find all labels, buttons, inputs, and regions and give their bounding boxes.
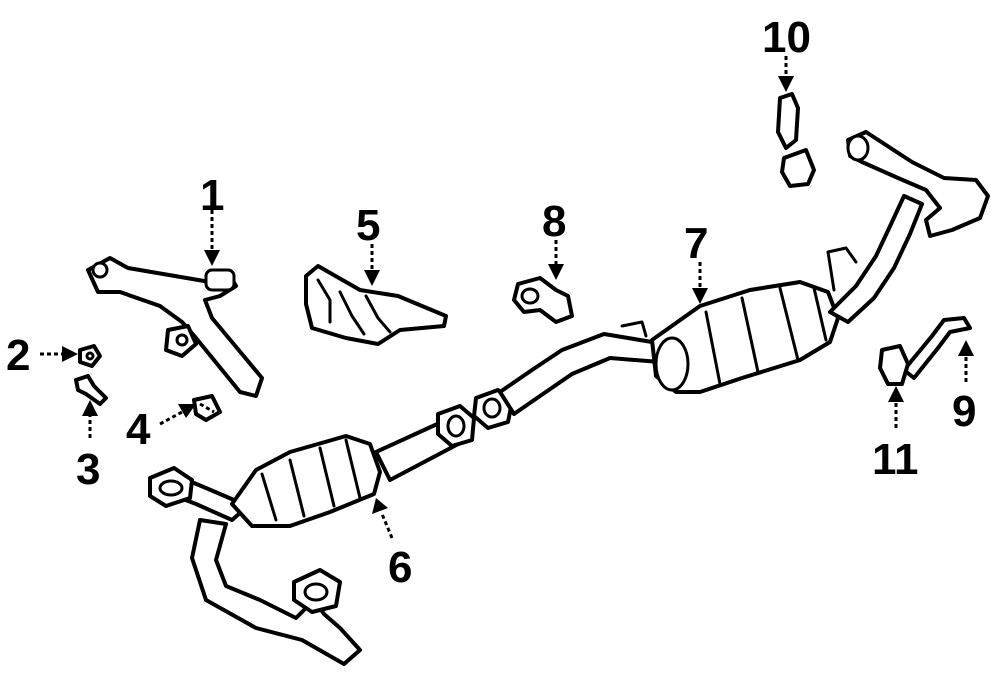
part-7-muffler-assembly[interactable]	[498, 130, 990, 416]
callout-10: 10	[762, 13, 811, 62]
callout-6: 6	[388, 543, 412, 592]
part-8-clamp[interactable]	[512, 276, 574, 324]
part-1-bracket[interactable]	[86, 256, 264, 398]
callout-8: 8	[542, 197, 566, 246]
leader-lines	[40, 56, 974, 539]
callout-5: 5	[356, 201, 380, 250]
callout-2: 2	[6, 331, 30, 380]
callout-1: 1	[200, 171, 224, 220]
callout-9: 9	[952, 387, 976, 436]
part-6-converter-assembly[interactable]	[148, 404, 476, 666]
part-2-nut[interactable]	[78, 344, 102, 368]
part-9-hanger[interactable]	[902, 316, 972, 380]
part-10-hanger-bracket[interactable]	[776, 92, 816, 188]
callout-4: 4	[126, 405, 151, 454]
part-3-bolt[interactable]	[74, 374, 108, 406]
part-5-heat-shield[interactable]	[304, 264, 448, 346]
callout-7: 7	[684, 219, 708, 268]
part-11-insulator[interactable]	[878, 344, 910, 386]
callout-3: 3	[76, 445, 100, 494]
part-4-grommet[interactable]	[192, 394, 222, 422]
callout-11: 11	[872, 435, 919, 484]
